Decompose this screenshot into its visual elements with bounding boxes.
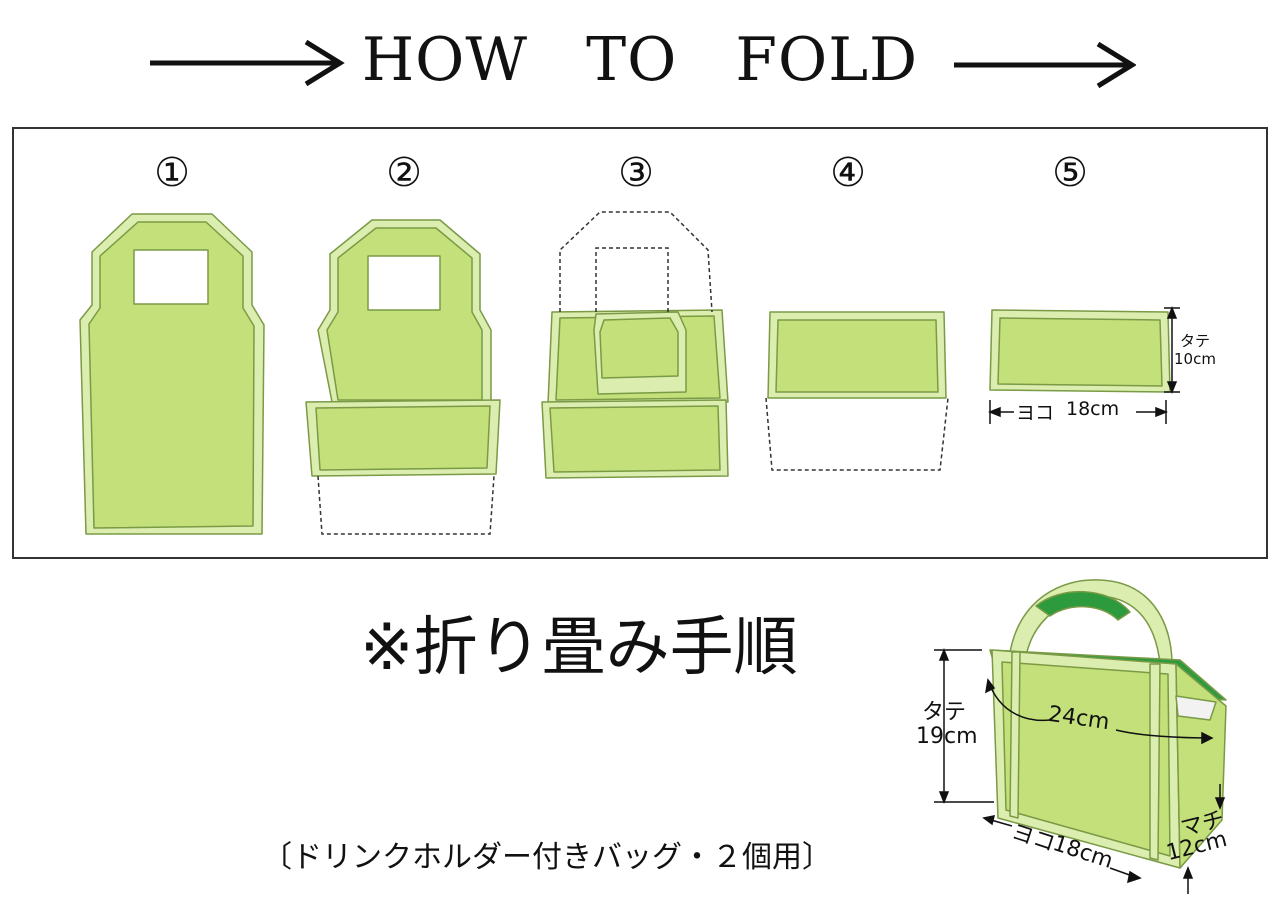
bag-height-label: タテ (922, 700, 967, 725)
folded-width-value: 18cm (1066, 398, 1120, 420)
folded-width-label: ヨコ (1016, 402, 1055, 424)
step3-bag-illustration (541, 309, 729, 479)
subtitle: ※折り畳み手順 (360, 611, 798, 685)
folded-height-label: タテ (1180, 332, 1211, 350)
caption: 〔ドリンクホルダー付きバッグ・２個用〕 (262, 840, 832, 875)
right-arrow-icon (952, 40, 1136, 90)
page-title: HOW TO FOLD (361, 25, 919, 95)
step5-bag-illustration (989, 309, 1171, 393)
step-number-3: ③ (618, 150, 654, 196)
step-number-4: ④ (830, 150, 866, 196)
step-number-5: ⑤ (1052, 150, 1088, 196)
bag-height-value: 19cm (916, 724, 978, 749)
folded-height-value: 10cm (1174, 350, 1216, 368)
step2-bag-illustration (305, 219, 501, 477)
step1-bag-illustration (79, 213, 265, 535)
step4-bag-illustration (767, 311, 947, 399)
left-arrow-icon (148, 38, 348, 88)
step-number-2: ② (386, 150, 422, 196)
step-number-1: ① (154, 150, 190, 196)
steps-panel (12, 127, 1268, 559)
